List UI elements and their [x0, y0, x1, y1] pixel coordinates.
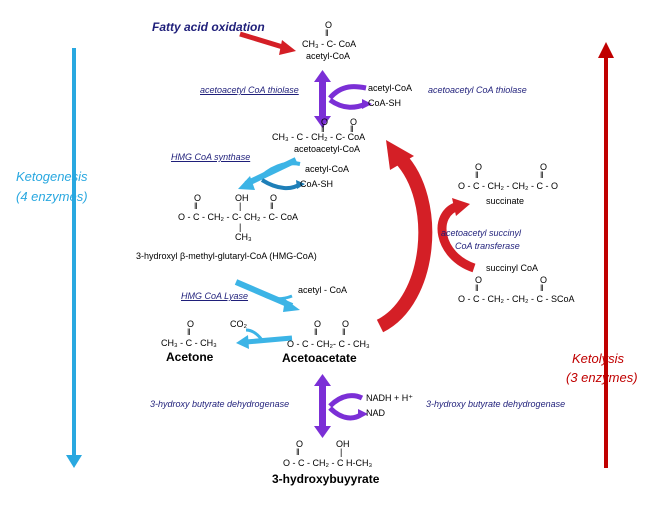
ketolysis-enzyme-count: (3 enzymes) — [566, 370, 638, 385]
acetoacetate-name: Acetoacetate — [282, 351, 357, 365]
ketogenesis-enzyme-count: (4 enzymes) — [16, 189, 88, 204]
synthase-output-label: CoA-SH — [300, 179, 334, 189]
dehydrogenase-enzyme-label: 3-hydroxy butyrate dehydrogenase — [150, 399, 290, 409]
acetoacetylcoa-oxygen-2: O — [350, 117, 358, 127]
acetone-arrow — [245, 335, 293, 345]
co2-label: CO₂ — [230, 319, 247, 329]
hydroxybutyrate-hydroxyl: OH — [336, 439, 350, 449]
acetoacetylcoa-name: acetoacetyl-CoA — [294, 144, 361, 154]
thiolase-enzyme-label: acetoacetyl CoA thiolase — [200, 85, 299, 95]
ketolysis-arrowhead — [598, 42, 614, 58]
ketolysis-label: Ketolysis — [572, 351, 625, 366]
acetylcoa-name: acetyl-CoA — [306, 51, 351, 61]
acetoacetylcoa-formula: CH₃ - C - CH₂ - C- CoA — [272, 132, 366, 142]
acetoacetate-oxygen-2: O — [342, 319, 350, 329]
hmg-oxygen-1: O — [194, 193, 202, 203]
fatty-acid-arrowhead — [279, 40, 296, 55]
succinylcoa-double-bond-1: ‖ — [475, 283, 479, 293]
synthase-cofactor-arrow — [260, 161, 301, 178]
dehydrogenase-output-label: NAD — [366, 408, 386, 418]
hmg-methyl: CH₃ — [235, 232, 252, 242]
dehydrogenase-enzyme-label-right: 3-hydroxy butyrate dehydrogenase — [426, 399, 566, 409]
lyase-enzyme-label: HMG CoA Lyase — [181, 291, 249, 301]
lyase-output-label: acetyl - CoA — [298, 285, 348, 295]
hmg-vertical-bond-1: | — [239, 201, 242, 211]
succinylcoa-name: succinyl CoA — [486, 263, 539, 273]
thiolase-input-label: acetyl-CoA — [368, 83, 413, 93]
transferase-enzyme-line-1: acetoacetyl succinyl — [441, 228, 522, 238]
transferase-enzyme-line-2: CoA transferase — [455, 241, 520, 251]
hmg-double-bond-1: ‖ — [194, 201, 198, 211]
hmg-vertical-bond-2: | — [239, 222, 242, 232]
hmg-double-bond-2: ‖ — [270, 201, 274, 211]
acetoacetate-oxygen-1: O — [314, 319, 322, 329]
hmg-name: 3-hydroxyl β-methyl-glutaryl-CoA (HMG-Co… — [136, 251, 317, 261]
acetylcoa-double-bond: ‖ — [325, 28, 329, 38]
hmg-formula: O - C - CH₂ - C- CH₂ - C- CoA — [178, 212, 298, 222]
thiolase-enzyme-label-right: acetoacetyl CoA thiolase — [428, 85, 527, 95]
ketolysis-curved-arrow — [376, 153, 433, 333]
acetoacetylcoa-double-bond-1: ‖ — [321, 124, 325, 134]
succinylcoa-oxygen-2: O — [540, 275, 548, 285]
thiolase-cofactor-arrow — [328, 84, 367, 100]
acetoacetate-formula: O - C - CH₂- C - CH₃ — [287, 339, 370, 349]
succinate-double-bond-2: ‖ — [540, 170, 544, 180]
fatty-acid-label: Fatty acid oxidation — [152, 20, 265, 34]
acetone-name: Acetone — [166, 350, 214, 364]
succinate-oxygen-2: O — [540, 162, 548, 172]
acetoacetate-double-bond-2: ‖ — [342, 327, 346, 337]
dehydrogenase-input-label: NADH + H⁺ — [366, 393, 414, 403]
acetone-formula: CH₃ - C - CH₃ — [161, 338, 217, 348]
thiolase-output-label: CoA-SH — [368, 98, 402, 108]
succinate-name: succinate — [486, 196, 525, 206]
ketogenesis-arrowhead — [66, 455, 82, 468]
thiolase-arrow — [319, 80, 326, 118]
succinate-oxygen-1: O — [475, 162, 483, 172]
hydroxybutyrate-double-bond: ‖ — [296, 447, 300, 457]
synthase-input-label: acetyl-CoA — [305, 164, 350, 174]
succinate-double-bond-1: ‖ — [475, 170, 479, 180]
succinylcoa-double-bond-2: ‖ — [540, 283, 544, 293]
dehydrogenase-arrow — [319, 384, 326, 428]
transferase-curved-arrow — [437, 201, 476, 273]
hmg-hydroxyl: OH — [235, 193, 249, 203]
acetoacetylcoa-oxygen-1: O — [321, 117, 329, 127]
acetone-double-bond: ‖ — [187, 327, 191, 337]
hydroxybutyrate-oxygen: O — [296, 439, 304, 449]
acetoacetylcoa-double-bond-2: ‖ — [350, 124, 354, 134]
hydroxybutyrate-formula: O - C - CH₂ - C H-CH₃ — [283, 458, 373, 468]
acetone-oxygen: O — [187, 319, 195, 329]
acetylcoa-oxygen: O — [325, 20, 333, 30]
synthase-enzyme-label: HMG CoA synthase — [171, 152, 251, 162]
succinate-formula: O - C - CH₂ - CH₂ - C - O — [458, 181, 558, 191]
hydroxybutyrate-name: 3-hydroxybuyyrate — [272, 472, 380, 486]
succinylcoa-oxygen-1: O — [475, 275, 483, 285]
dehydrogenase-cofactor-arrow — [328, 393, 364, 408]
fatty-acid-arrow — [239, 31, 287, 51]
acetylcoa-formula: CH₃ - C- CoA — [302, 39, 357, 49]
acetoacetate-double-bond-1: ‖ — [314, 327, 318, 337]
succinylcoa-formula: O - C - CH₂ - CH₂ - C - SCoA — [458, 294, 575, 304]
hydroxybutyrate-vertical-bond: | — [340, 447, 343, 457]
ketogenesis-label: Ketogenesis — [16, 169, 88, 184]
hmg-oxygen-2: O — [270, 193, 278, 203]
